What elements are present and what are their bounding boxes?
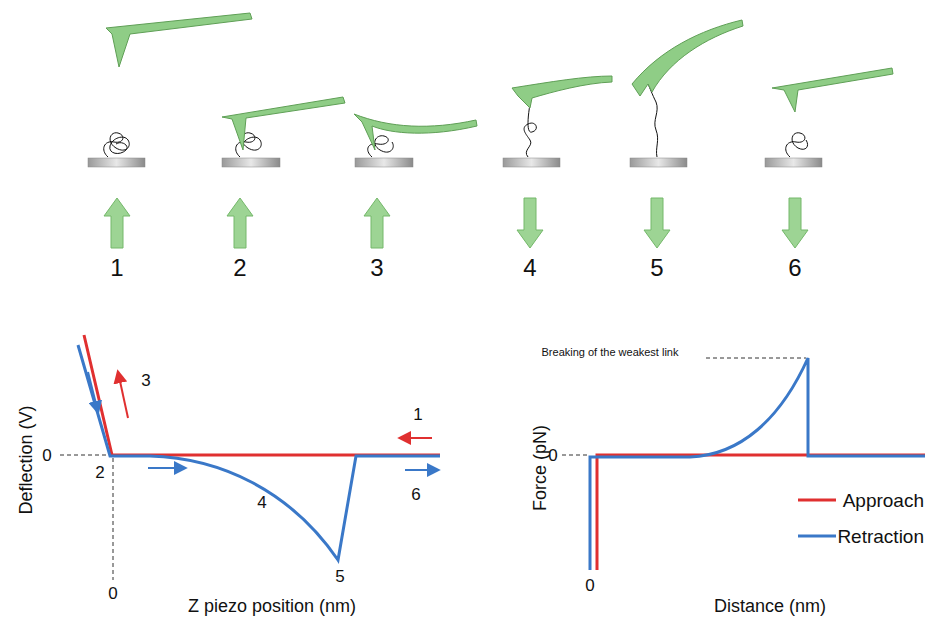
step-number: 4 [523, 256, 536, 280]
tick-label: 0 [108, 585, 117, 602]
legend-line [798, 535, 836, 538]
annotation: Breaking of the weakest link [542, 347, 679, 358]
force-plot [562, 358, 925, 570]
legend [798, 500, 836, 536]
axis-title: Distance (nm) [714, 597, 826, 615]
step-number: 1 [110, 256, 123, 280]
step-number: 5 [650, 256, 663, 280]
tick-label: 0 [42, 447, 51, 464]
step-number: 6 [788, 256, 801, 280]
legend-text: Retraction [837, 527, 924, 546]
step-number: 2 [233, 256, 246, 280]
motion-arrow [104, 198, 808, 248]
deflection-plot [60, 335, 440, 580]
callout-number: 2 [95, 464, 104, 481]
tick-label: 0 [585, 577, 594, 594]
axis-title: Deflection (V) [17, 405, 35, 514]
callout-number: 5 [335, 568, 344, 585]
tick-label: 0 [548, 447, 557, 464]
substrate [88, 158, 822, 167]
callout-number: 4 [257, 494, 266, 511]
callout-number: 6 [411, 486, 420, 503]
axis-title: Z piezo position (nm) [188, 597, 356, 615]
callout-number: 1 [413, 406, 422, 423]
legend-line [798, 499, 836, 502]
legend-text: Approach [843, 491, 924, 510]
polymer [104, 84, 808, 157]
callout-number: 3 [141, 372, 150, 389]
cantilever [106, 13, 893, 150]
step-number: 3 [370, 256, 383, 280]
axis-title: Force (pN) [531, 425, 549, 511]
